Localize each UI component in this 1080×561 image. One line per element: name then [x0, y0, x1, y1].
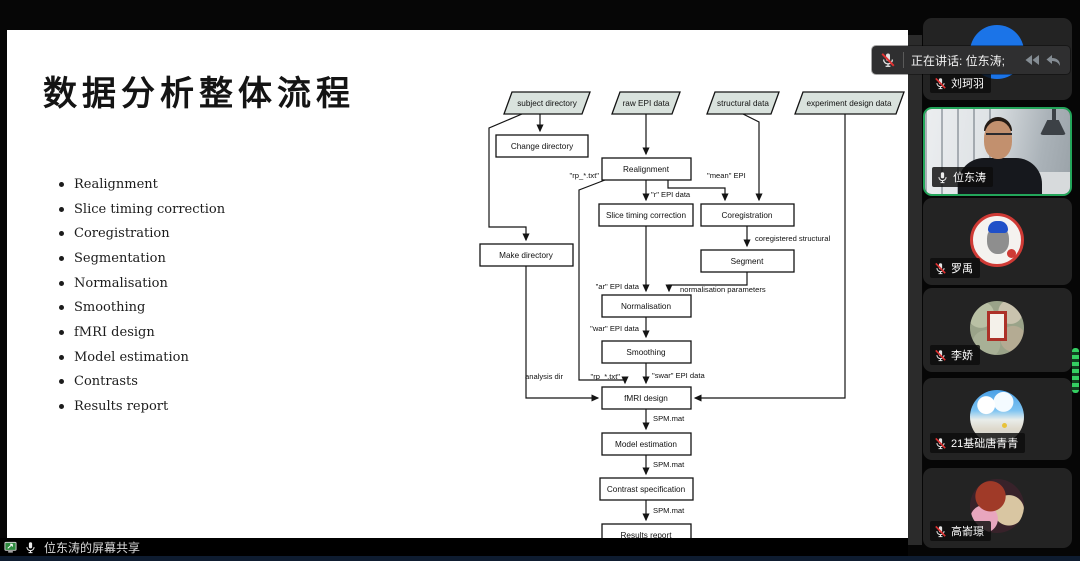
- flow-edge-label: SPM.mat: [653, 460, 685, 469]
- flow-edge-label: "war" EPI data: [590, 324, 640, 333]
- screen-share-icon: [4, 541, 17, 553]
- flow-node: Realignment: [623, 165, 670, 174]
- participant-name: 刘珂羽: [951, 78, 984, 90]
- flow-node: Segment: [731, 257, 764, 266]
- mic-muted-icon: [880, 52, 896, 68]
- glasses: [985, 132, 1012, 139]
- flow-node: Make directory: [499, 251, 554, 260]
- share-label: 位东涛的屏幕共享: [44, 540, 141, 555]
- participant-name: 李娇: [951, 350, 973, 362]
- active-speaker-toast: 正在讲话: 位东涛;: [872, 46, 1070, 74]
- flow-node: Contrast specification: [607, 485, 686, 494]
- panel-divider[interactable]: [908, 35, 922, 545]
- mic-muted-icon: [934, 262, 947, 275]
- flow-input: experiment design data: [806, 99, 892, 108]
- flow-node: Model estimation: [615, 440, 677, 449]
- flow-edge-label: "rp_*.txt": [591, 372, 621, 381]
- bullet-item: Normalisation: [59, 271, 225, 296]
- participant-tile[interactable]: 位东涛: [923, 107, 1072, 196]
- flow-node: Coregistration: [722, 211, 773, 220]
- flow-edge-label: normalisation parameters: [680, 285, 766, 294]
- scrollbar[interactable]: [1072, 348, 1079, 393]
- flow-edge-label: "r" EPI data: [651, 190, 691, 199]
- flow-node: fMRI design: [624, 394, 668, 403]
- bullet-item: Smoothing: [59, 295, 225, 320]
- divider: [903, 52, 904, 68]
- bullet-item: Contrasts: [59, 370, 225, 395]
- taskbar-edge: [0, 556, 1080, 561]
- participant-name: 高嵛璟: [951, 526, 984, 538]
- flow-edge-label: analysis dir: [525, 372, 563, 381]
- spm-flowchart-diagram: subject directory raw EPI data structura…: [479, 91, 905, 547]
- flow-edge-label: "mean" EPI: [707, 171, 746, 180]
- flow-node: Results report: [621, 531, 673, 540]
- participant-tile[interactable]: 李娇: [923, 288, 1072, 372]
- flow-input: raw EPI data: [623, 99, 670, 108]
- undo-arrow-icon[interactable]: [1045, 52, 1062, 68]
- participant-tile[interactable]: 罗禹: [923, 198, 1072, 285]
- flow-edge-label: "ar" EPI data: [596, 282, 640, 291]
- shared-slide: 数据分析整体流程 Realignment Slice timing correc…: [7, 30, 908, 547]
- flow-node: Change directory: [511, 142, 574, 151]
- flow-edge-label: SPM.mat: [653, 414, 685, 423]
- mic-icon: [24, 541, 37, 554]
- flow-node: Normalisation: [621, 302, 671, 311]
- slide-title: 数据分析整体流程: [43, 74, 355, 114]
- bullet-item: fMRI design: [59, 320, 225, 345]
- bullet-item: Coregistration: [59, 221, 225, 246]
- flow-edge-label: coregistered structural: [755, 234, 830, 243]
- flow-edge-label: "rp_*.txt": [570, 171, 600, 180]
- share-status-bar: 位东涛的屏幕共享: [0, 538, 908, 556]
- mic-muted-icon: [934, 77, 947, 90]
- flow-node: Smoothing: [626, 348, 666, 357]
- flow-input: structural data: [717, 99, 769, 108]
- bullet-item: Segmentation: [59, 246, 225, 271]
- mic-icon: [936, 171, 949, 184]
- bullet-item: Realignment: [59, 172, 225, 197]
- flow-node: Slice timing correction: [606, 211, 687, 220]
- mic-muted-icon: [934, 437, 947, 450]
- ceiling-lamp: [1052, 109, 1056, 121]
- mic-muted-icon: [934, 349, 947, 362]
- bullet-item: Model estimation: [59, 345, 225, 370]
- participant-tile[interactable]: 高嵛璟: [923, 468, 1072, 548]
- participant-name: 罗禹: [951, 263, 973, 275]
- flow-edge-label: "swar" EPI data: [652, 371, 705, 380]
- history-arrows-icon[interactable]: [1023, 52, 1041, 68]
- bullet-item: Results report: [59, 394, 225, 419]
- speaking-label: 正在讲话: 位东涛;: [911, 53, 1006, 68]
- slide-bullet-list: Realignment Slice timing correction Core…: [59, 172, 225, 419]
- mic-muted-icon: [934, 525, 947, 538]
- participant-tile[interactable]: 21基础唐青青: [923, 378, 1072, 460]
- flow-edge-label: SPM.mat: [653, 506, 685, 515]
- participant-name: 21基础唐青青: [951, 438, 1019, 450]
- participant-name: 位东涛: [953, 172, 986, 184]
- flow-input: subject directory: [517, 99, 578, 108]
- bullet-item: Slice timing correction: [59, 197, 225, 222]
